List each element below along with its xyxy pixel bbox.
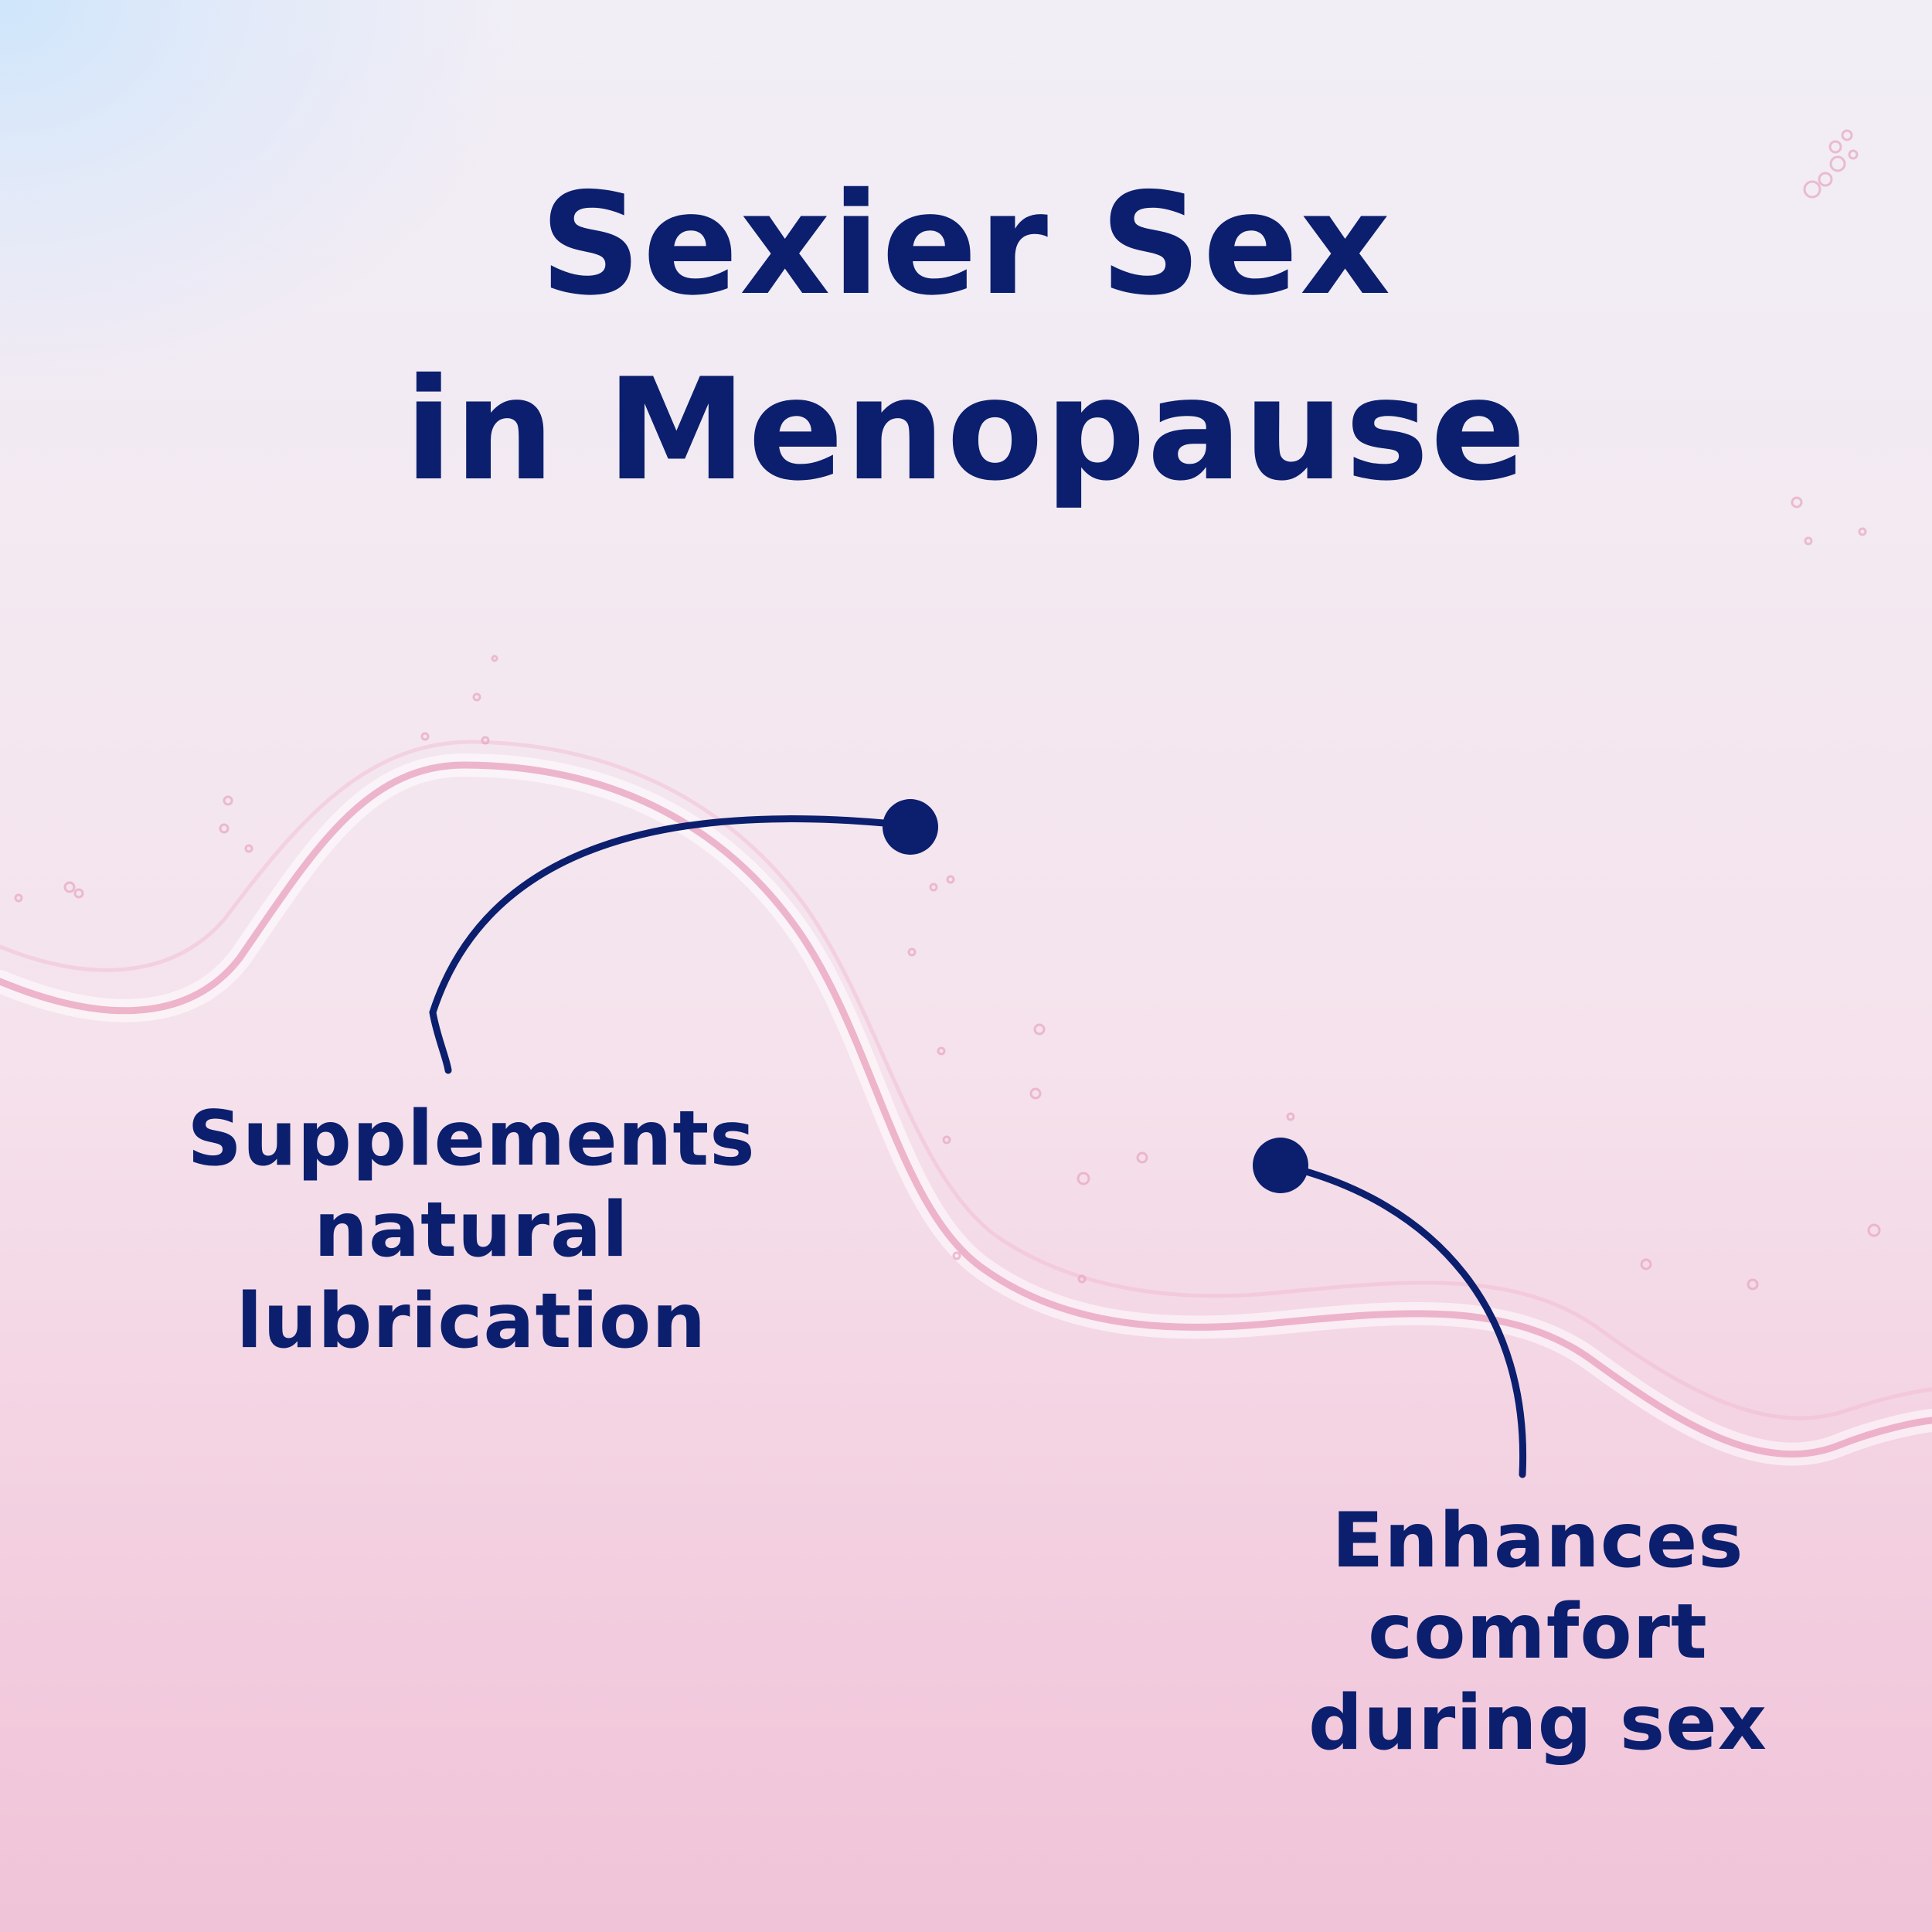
bubble [420,732,430,741]
bubble [1867,1223,1881,1237]
bubble [1286,1112,1295,1121]
bubble [1804,536,1813,546]
gel-streak-edge [0,761,1932,1458]
bubble [1829,155,1846,172]
bubble [14,893,23,903]
callout-connectors [429,815,1527,1478]
bubble [1848,149,1859,160]
bubble [907,947,917,957]
bubble [63,881,76,893]
bubble [481,736,490,745]
callout-text-line: Enhances [1332,1497,1744,1585]
callout-comfort: Enhances comfort during sex [1229,1495,1847,1769]
bubble [1818,172,1833,187]
callout-text-line: during sex [1308,1679,1767,1767]
bubbles [14,129,1881,1291]
callout-text-line: Supplements [187,1095,756,1183]
bubble [1841,129,1853,141]
bubble [223,795,233,806]
bubble [1033,1023,1046,1036]
bubble [491,655,498,662]
bubble [942,1135,951,1145]
connector-dot-right [1253,1138,1308,1193]
bubble [937,1046,946,1056]
bubble [1803,180,1821,199]
connector-line-right [1279,1162,1527,1478]
headline-line-2: in Menopause [404,348,1528,512]
callout-text-line: lubrication [236,1277,707,1366]
bubble [1828,140,1842,154]
gel-streak [0,740,1932,1466]
bubble [952,1251,961,1260]
bubble [1858,527,1867,536]
bubble [1791,496,1803,509]
bubble [73,888,84,899]
bubble [244,844,253,853]
callout-text-line: comfort [1368,1588,1708,1676]
bubble [1077,1274,1087,1284]
connector-dot-left [883,799,938,855]
bubble [929,883,938,892]
gel-streak-inner [0,740,1932,1420]
bubble [946,875,955,884]
callout-text-line: natural [314,1186,629,1274]
headline-line-1: Sexier Sex [539,162,1393,326]
bubble [1077,1172,1090,1185]
bubble [219,823,230,834]
bubble [1136,1151,1148,1164]
bubble [1029,1087,1042,1100]
bubble [472,692,481,702]
callout-lubrication: Supplements natural lubrication [162,1094,781,1367]
bubble [1747,1278,1759,1291]
connector-line-left [429,815,912,1074]
bubble [1640,1258,1652,1270]
